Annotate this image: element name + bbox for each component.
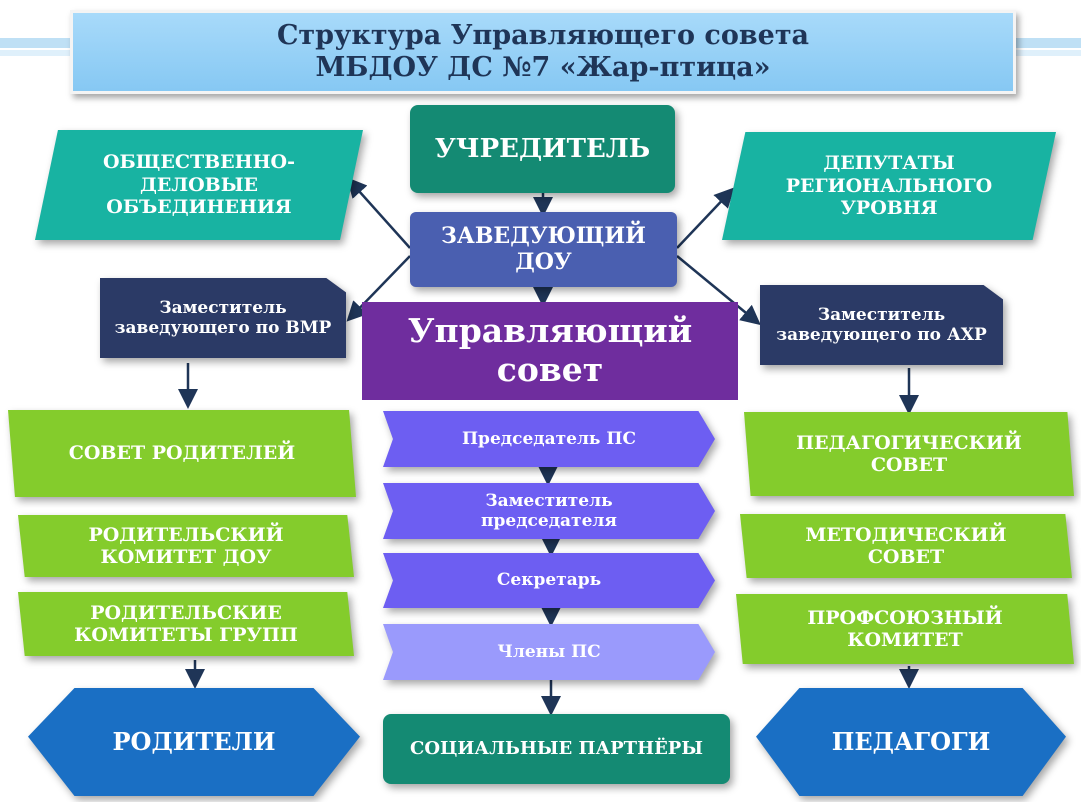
method-council-box: МЕТОДИЧЕСКИЙ СОВЕТ xyxy=(740,514,1072,578)
members-wrap: Члены ПС xyxy=(383,624,715,680)
ped-council-wrap: ПЕДАГОГИЧЕСКИЙ СОВЕТ xyxy=(744,412,1074,496)
arrow-head-to-deputy-vmr xyxy=(346,255,411,322)
vice-chairman-wrap: Заместитель председателя xyxy=(383,483,715,539)
deputy-vmr-wrap: Заместитель заведующего по ВМР xyxy=(100,278,346,358)
arrow-head-to-public-orgs xyxy=(346,177,411,249)
page-title: Структура Управляющего совета МБДОУ ДС №… xyxy=(70,10,1016,94)
deputy-vmr-box: Заместитель заведующего по ВМР xyxy=(100,278,346,358)
parents-council-label: СОВЕТ РОДИТЕЛЕЙ xyxy=(68,442,296,465)
union-wrap: ПРОФСОЮЗНЫЙ КОМИТЕТ xyxy=(736,594,1074,664)
title-line-1: Структура Управляющего совета xyxy=(276,20,810,52)
head-box: ЗАВЕДУЮЩИЙ ДОУ xyxy=(410,212,677,287)
parents-box: РОДИТЕЛИ xyxy=(28,688,360,796)
ped-council-label: ПЕДАГОГИЧЕСКИЙ СОВЕТ xyxy=(796,431,1022,476)
group-committees-label: РОДИТЕЛЬСКИЕ КОМИТЕТЫ ГРУПП xyxy=(74,601,298,646)
members-label: Члены ПС xyxy=(497,641,601,662)
parent-committee-box: РОДИТЕЛЬСКИЙ КОМИТЕТ ДОУ xyxy=(18,515,354,577)
public-orgs-wrap: ОБЩЕСТВЕННО-ДЕЛОВЫЕ ОБЪЕДИНЕНИЯ xyxy=(35,130,363,240)
secretary-box: Секретарь xyxy=(383,553,715,608)
title-line-2: МБДОУ ДС №7 «Жар-птица» xyxy=(315,52,771,83)
public-orgs-box: ОБЩЕСТВЕННО-ДЕЛОВЫЕ ОБЪЕДИНЕНИЯ xyxy=(35,130,363,240)
parent-committee-wrap: РОДИТЕЛЬСКИЙ КОМИТЕТ ДОУ xyxy=(18,515,354,577)
partners-label: СОЦИАЛЬНЫЕ ПАРТНЁРЫ xyxy=(410,738,703,760)
arrow-head-to-deputies xyxy=(676,187,735,249)
deputy-ahr-wrap: Заместитель заведующего по АХР xyxy=(760,285,1003,365)
parent-committee-label: РОДИТЕЛЬСКИЙ КОМИТЕТ ДОУ xyxy=(88,523,284,568)
chairman-box: Председатель ПС xyxy=(383,411,715,467)
founder-label: УЧРЕДИТЕЛЬ xyxy=(434,133,651,164)
union-box: ПРОФСОЮЗНЫЙ КОМИТЕТ xyxy=(736,594,1074,664)
founder-box: УЧРЕДИТЕЛЬ xyxy=(410,105,675,193)
deputies-label: ДЕПУТАТЫ РЕГИОНАЛЬНОГО УРОВНЯ xyxy=(785,152,993,220)
decor-stripe-left-light xyxy=(0,50,70,56)
public-orgs-label: ОБЩЕСТВЕННО-ДЕЛОВЫЕ ОБЪЕДИНЕНИЯ xyxy=(103,151,295,219)
teachers-label: ПЕДАГОГИ xyxy=(831,726,991,756)
parents-council-box: СОВЕТ РОДИТЕЛЕЙ xyxy=(8,410,356,497)
deputies-wrap: ДЕПУТАТЫ РЕГИОНАЛЬНОГО УРОВНЯ xyxy=(722,132,1056,240)
chairman-label: Председатель ПС xyxy=(462,428,636,449)
secretary-wrap: Секретарь xyxy=(383,553,715,608)
arrow-head-to-deputy-ahr xyxy=(676,255,761,326)
ped-council-box: ПЕДАГОГИЧЕСКИЙ СОВЕТ xyxy=(744,412,1074,496)
group-committees-wrap: РОДИТЕЛЬСКИЕ КОМИТЕТЫ ГРУПП xyxy=(18,592,354,656)
teachers-wrap: ПЕДАГОГИ xyxy=(756,688,1066,796)
teachers-box: ПЕДАГОГИ xyxy=(756,688,1066,796)
deputy-vmr-label: Заместитель заведующего по ВМР xyxy=(114,297,332,338)
secretary-label: Секретарь xyxy=(496,570,602,591)
chairman-wrap: Председатель ПС xyxy=(383,411,715,467)
parents-council-wrap: СОВЕТ РОДИТЕЛЕЙ xyxy=(8,410,356,497)
decor-stripe-right-light xyxy=(1016,50,1081,56)
deputies-box: ДЕПУТАТЫ РЕГИОНАЛЬНОГО УРОВНЯ xyxy=(722,132,1056,240)
method-council-wrap: МЕТОДИЧЕСКИЙ СОВЕТ xyxy=(740,514,1072,578)
decor-stripe-left xyxy=(0,38,70,48)
council-box: Управляющий совет xyxy=(362,302,738,400)
parents-wrap: РОДИТЕЛИ xyxy=(28,688,360,796)
partners-box: СОЦИАЛЬНЫЕ ПАРТНЁРЫ xyxy=(383,714,730,784)
group-committees-box: РОДИТЕЛЬСКИЕ КОМИТЕТЫ ГРУПП xyxy=(18,592,354,656)
council-label: Управляющий совет xyxy=(407,311,693,389)
parents-label: РОДИТЕЛИ xyxy=(112,726,276,756)
head-label: ЗАВЕДУЮЩИЙ ДОУ xyxy=(441,222,646,275)
deputy-ahr-label: Заместитель заведующего по АХР xyxy=(776,304,987,345)
vice-chairman-box: Заместитель председателя xyxy=(383,483,715,539)
method-council-label: МЕТОДИЧЕСКИЙ СОВЕТ xyxy=(805,523,1007,568)
deputy-ahr-box: Заместитель заведующего по АХР xyxy=(760,285,1003,365)
vice-chairman-label: Заместитель председателя xyxy=(481,490,617,531)
union-label: ПРОФСОЮЗНЫЙ КОМИТЕТ xyxy=(807,606,1003,651)
decor-stripe-right xyxy=(1016,38,1081,48)
members-box: Члены ПС xyxy=(383,624,715,680)
